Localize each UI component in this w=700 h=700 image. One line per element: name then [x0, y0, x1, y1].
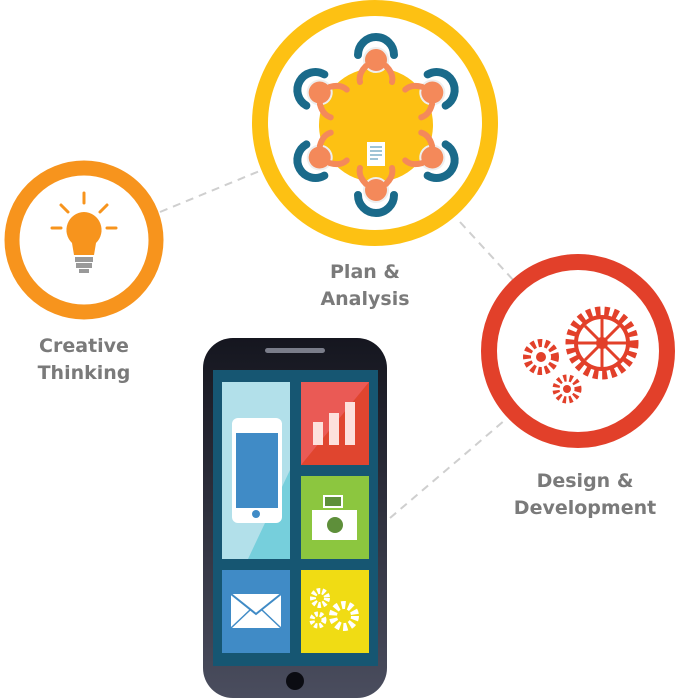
creative-thinking-circle: [4, 160, 164, 320]
meeting-table-icon: [291, 33, 461, 213]
gears-icon: [309, 588, 359, 631]
settings-tile[interactable]: [301, 570, 369, 653]
home-button: [286, 672, 304, 690]
design-development-circle: [481, 254, 675, 448]
label-line: Thinking: [37, 362, 131, 384]
smartphone-illustration: [203, 338, 387, 698]
camera-icon: [312, 495, 357, 540]
label-line: Development: [513, 497, 657, 519]
connector-creative-plan: [159, 169, 263, 213]
chart-tile[interactable]: [301, 382, 369, 465]
gears-icon: [523, 306, 639, 404]
label-line: Analysis: [320, 288, 410, 310]
stage-label-creative: Creative Thinking: [14, 333, 154, 387]
bar-chart-icon: [313, 402, 355, 445]
lightbulb-icon: [50, 191, 118, 273]
connector-plan-design: [459, 221, 516, 283]
connector-phone-design: [389, 419, 506, 519]
document-icon: [367, 142, 385, 166]
stage-label-plan: Plan & Analysis: [295, 259, 435, 313]
camera-tile[interactable]: [301, 476, 369, 559]
label-line: Creative: [39, 335, 129, 357]
dashed-connectors: [159, 169, 516, 519]
label-line: Design &: [536, 470, 634, 492]
stage-label-design: Design & Development: [495, 468, 675, 522]
plan-analysis-circle: [252, 0, 498, 246]
speaker-grille: [265, 348, 325, 353]
label-line: Plan &: [330, 261, 400, 283]
mail-tile[interactable]: [222, 570, 290, 653]
smartphone-tile[interactable]: [222, 382, 290, 559]
